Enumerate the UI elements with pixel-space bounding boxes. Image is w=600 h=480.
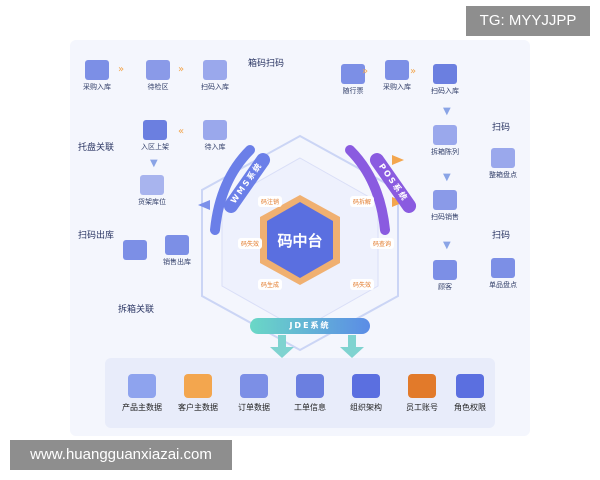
item-customer-data: 客户主数据 [168,374,228,413]
box-icon [203,60,227,80]
box-icon [433,125,457,145]
forklift-icon [143,120,167,140]
jde-label: JDE系统 [289,321,331,330]
role-icon [456,374,484,398]
node-unbox-display: 拆箱陈列 [420,125,470,157]
forklift-icon [433,64,457,84]
node-ticket: 随行票 [328,64,378,96]
chip-code-dismantle: 码拆解 [350,196,375,207]
node-scan-sale: 扫码销售 [420,190,470,222]
node-r-purchase-in: 采购入库 [372,60,422,92]
node-single-count: 单品盘点 [478,258,528,290]
label-scan-r1: 扫码 [492,123,511,133]
product-icon [128,374,156,398]
stack-icon [203,120,227,140]
flow-arrow: ▼ [443,106,451,117]
node-purchase-in: 采购入库 [72,60,122,92]
node-sale-out: 销售出库 [152,235,202,267]
watermark-tag: TG: MYYJJPP [466,6,590,36]
node-scan-in: 扫码入库 [190,60,240,92]
box-icon [491,148,515,168]
item-work-order: 工单信息 [280,374,340,413]
label-scan-r2: 扫码 [492,231,511,241]
label-tray-link: 托盘关联 [78,143,115,153]
phone-icon [296,374,324,398]
chip-code-invalid-left: 码失效 [238,238,263,249]
org-chart-icon [352,374,380,398]
chip-code-query: 码查询 [370,238,395,249]
flow-arrow: » [410,66,417,77]
label-box-scan: 箱码扫码 [248,59,285,69]
scanner-icon [433,190,457,210]
node-unbox [110,240,160,260]
flow-arrow: ▼ [443,172,451,183]
account-icon [408,374,436,398]
node-inspection: 待检区 [133,60,183,92]
node-shelf-on: 入区上架 [130,120,180,152]
truck-icon [385,60,409,80]
item-product-data: 产品主数据 [112,374,172,413]
conveyor-icon [146,60,170,80]
center-title: 码中台 [277,232,323,250]
node-shelf-location: 货架库位 [127,175,177,207]
customer-icon [433,260,457,280]
label-unbox-link: 拆箱关联 [118,305,155,315]
watermark-url: www.huangguanxiazai.com [10,440,232,470]
ticket-icon [341,64,365,84]
flow-arrow: « [178,126,185,137]
chip-code-invalid-right: 码失效 [350,279,375,290]
customer-data-icon [184,374,212,398]
flow-arrow: » [118,64,125,75]
open-box-icon [123,240,147,260]
node-pending-in: 待入库 [190,120,240,152]
item-staff-account: 员工账号 [392,374,452,413]
item-order-data: 订单数据 [224,374,284,413]
item-role-permission: 角色权限 [440,374,500,413]
node-customer: 顾客 [420,260,470,292]
label-scan-out: 扫码出库 [78,231,115,241]
jde-system-bar: JDE系统 [250,318,370,334]
bottle-icon [491,258,515,278]
item-org-structure: 组织架构 [336,374,396,413]
node-full-box-count: 整箱盘点 [478,148,528,180]
flow-arrow: ▼ [443,240,451,251]
chip-code-generate: 码生成 [258,279,283,290]
truck-icon [85,60,109,80]
node-r-scan-in: 扫码入库 [420,64,470,96]
shelf-icon [140,175,164,195]
flow-arrow: » [362,66,369,77]
truck-icon [165,235,189,255]
flow-arrow: » [178,64,185,75]
order-icon [240,374,268,398]
flow-arrow: ▼ [150,158,158,169]
chip-code-cancel: 码注销 [258,196,283,207]
